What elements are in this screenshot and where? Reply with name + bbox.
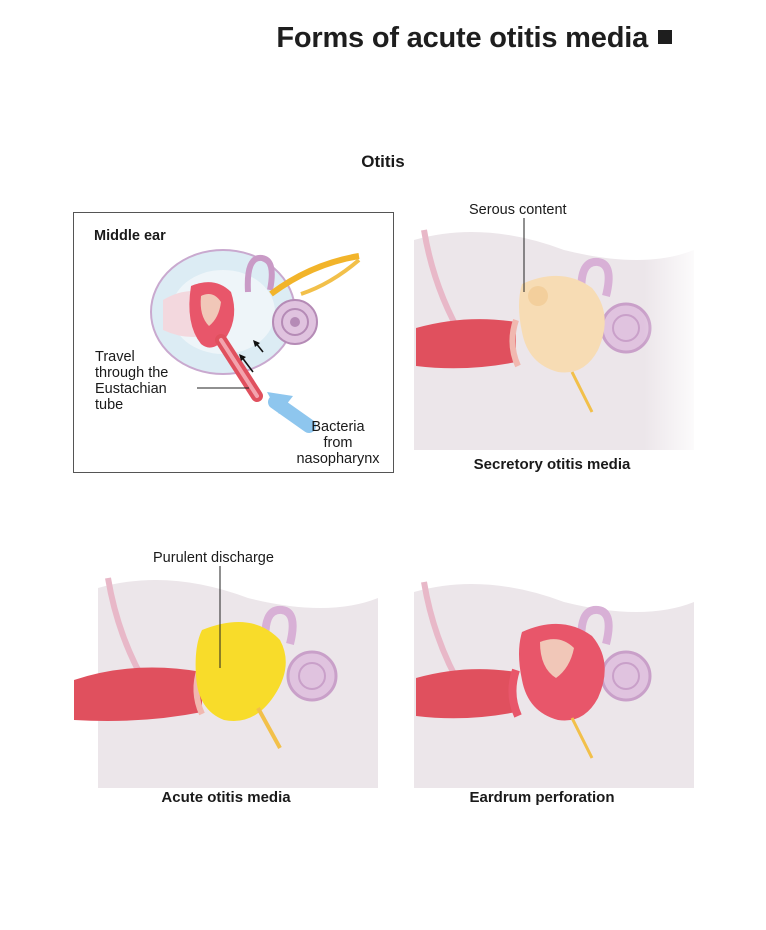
title-square-icon	[658, 30, 672, 45]
middle-ear-title: Middle ear	[94, 228, 166, 244]
acute-panel: Purulent discharge	[68, 548, 388, 788]
acute-illustration	[74, 566, 378, 788]
secretory-illustration	[404, 200, 704, 450]
middle-ear-illustration	[73, 212, 394, 473]
purulent-callout: Purulent discharge	[153, 550, 274, 566]
acute-caption: Acute otitis media	[161, 789, 291, 806]
page-title: Forms of acute otitis media	[0, 22, 672, 55]
section-heading: Otitis	[361, 152, 405, 171]
serous-callout: Serous content	[469, 202, 567, 218]
bacteria-label: Bacteria from nasopharynx	[296, 419, 380, 467]
middle-ear-panel: Middle ear Travel through the Eustachian…	[73, 212, 395, 474]
secretory-caption: Secretory otitis media	[473, 456, 631, 473]
perforation-illustration	[414, 581, 694, 788]
travel-label: Travel through the Eustachian tube	[95, 349, 169, 413]
secretory-panel: Serous content	[404, 200, 704, 450]
perforation-panel	[404, 552, 704, 788]
perforation-caption: Eardrum perforation	[469, 789, 615, 806]
